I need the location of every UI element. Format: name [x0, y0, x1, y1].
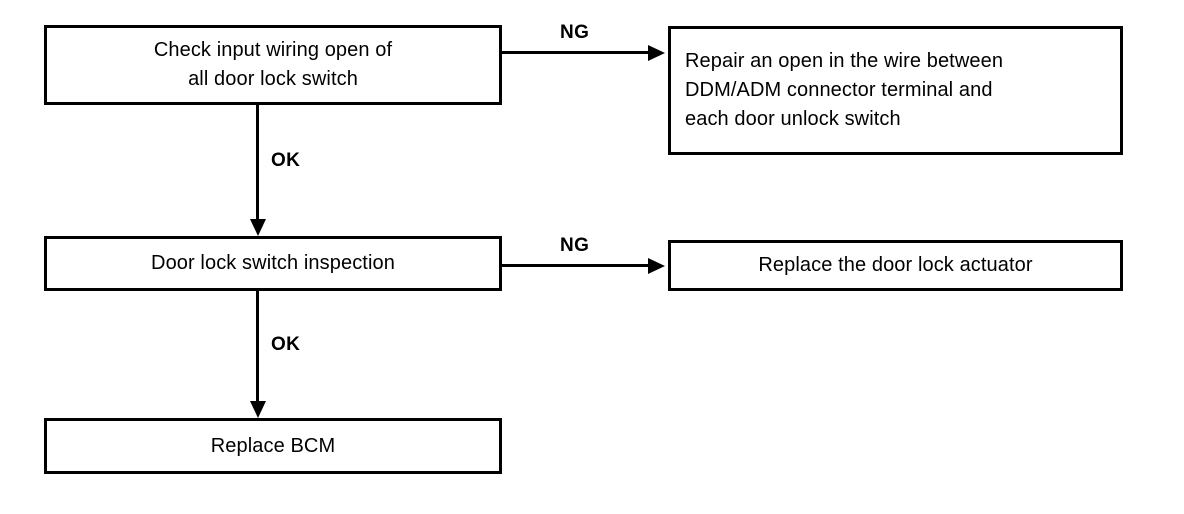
- connector-label-ng: NG: [560, 235, 590, 256]
- node-door-lock-switch-inspection: Door lock switch inspection: [44, 236, 502, 291]
- node-repair-open-wire: Repair an open in the wire between DDM/A…: [668, 26, 1123, 155]
- node-replace-actuator: Replace the door lock actuator: [668, 240, 1123, 291]
- connector-label-ok: OK: [271, 150, 301, 171]
- arrow-right-icon: [648, 257, 665, 274]
- node-check-input-wiring-line1: Check input wiring open of: [153, 39, 393, 61]
- node-door-lock-switch-inspection-line1: Door lock switch inspection: [151, 252, 395, 274]
- node-repair-open-wire-line1: Repair an open in the wire between: [685, 50, 1004, 72]
- arrow-down-icon: [249, 401, 266, 418]
- connector-line: [502, 264, 650, 267]
- arrow-right-icon: [648, 44, 665, 61]
- arrow-down-icon: [249, 219, 266, 236]
- connector-line: [502, 51, 650, 54]
- node-replace-bcm-line1: Replace BCM: [210, 434, 336, 457]
- node-repair-open-wire-line3: each door unlock switch: [685, 108, 901, 130]
- node-repair-open-wire-line2: DDM/ADM connector terminal and: [685, 79, 993, 101]
- connector-label-ng: NG: [560, 22, 590, 43]
- connector-line: [256, 291, 259, 401]
- connector-line: [256, 105, 259, 219]
- node-repair-open-wire-text: Repair an open in the wire between DDM/A…: [671, 47, 1120, 134]
- node-replace-bcm-text: Replace BCM: [47, 432, 499, 461]
- node-check-input-wiring-line2: all door lock switch: [188, 68, 358, 90]
- node-replace-bcm: Replace BCM: [44, 418, 502, 474]
- node-replace-actuator-line1: Replace the door lock actuator: [758, 254, 1033, 276]
- connector-label-ok: OK: [271, 334, 301, 355]
- node-door-lock-switch-inspection-text: Door lock switch inspection: [47, 249, 499, 278]
- node-check-input-wiring: Check input wiring open of all door lock…: [44, 25, 502, 105]
- node-replace-actuator-text: Replace the door lock actuator: [671, 251, 1120, 280]
- node-check-input-wiring-text: Check input wiring open of all door lock…: [47, 36, 499, 94]
